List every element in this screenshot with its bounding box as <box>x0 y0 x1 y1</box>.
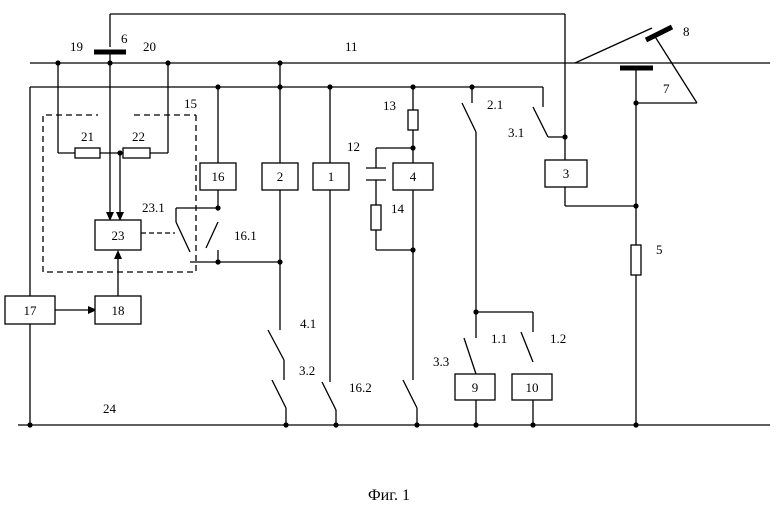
switch-3-1 <box>533 107 548 137</box>
label-10: 10 <box>526 380 539 395</box>
label-5: 5 <box>656 242 663 257</box>
resistor-21 <box>75 148 100 158</box>
junction <box>277 60 282 65</box>
switch-16-2 <box>322 382 336 410</box>
resistor-22 <box>123 148 150 158</box>
junction <box>165 60 170 65</box>
label-3-2: 3.2 <box>299 363 315 378</box>
junction <box>473 422 478 427</box>
label-3-3: 3.3 <box>433 354 449 369</box>
label-16-2: 16.2 <box>349 380 372 395</box>
label-4: 4 <box>410 169 417 184</box>
switch-16-1 <box>206 222 218 248</box>
junction <box>333 422 338 427</box>
label-22: 22 <box>132 129 145 144</box>
switch-2-1 <box>462 103 476 132</box>
label-24: 24 <box>103 401 117 416</box>
label-4-1: 4.1 <box>300 316 316 331</box>
junction <box>327 84 332 89</box>
junction <box>107 60 112 65</box>
switch-1-1 <box>464 338 476 374</box>
junction <box>410 84 415 89</box>
ramp-line <box>575 28 652 63</box>
switch-4-1 <box>268 330 284 360</box>
junction <box>469 84 474 89</box>
label-23-1: 23.1 <box>142 200 165 215</box>
junction <box>414 422 419 427</box>
junction <box>215 259 220 264</box>
junction <box>283 422 288 427</box>
switch-3-2 <box>272 380 286 408</box>
label-17: 17 <box>24 303 38 318</box>
junction <box>117 150 122 155</box>
label-14: 14 <box>391 201 405 216</box>
label-12: 12 <box>347 139 360 154</box>
label-3: 3 <box>563 166 570 181</box>
switch-1-2 <box>521 332 533 362</box>
switch-3-3 <box>403 380 417 408</box>
label-19: 19 <box>70 39 83 54</box>
label-20: 20 <box>143 39 156 54</box>
label-9: 9 <box>472 380 479 395</box>
label-15: 15 <box>184 96 197 111</box>
resistor-5 <box>631 245 641 275</box>
label-18: 18 <box>112 303 125 318</box>
label-21: 21 <box>81 129 94 144</box>
label-16-1: 16.1 <box>234 228 257 243</box>
junction <box>633 203 638 208</box>
junction <box>410 247 415 252</box>
label-23: 23 <box>112 228 125 243</box>
label-1: 1 <box>328 169 335 184</box>
resistor-13 <box>408 110 418 130</box>
label-1-1: 1.1 <box>491 331 507 346</box>
label-2-1: 2.1 <box>487 97 503 112</box>
junction <box>277 84 282 89</box>
junction <box>530 422 535 427</box>
label-1-2: 1.2 <box>550 331 566 346</box>
junction <box>473 309 478 314</box>
label-6: 6 <box>121 31 128 46</box>
junction <box>215 205 220 210</box>
switch-23-1 <box>176 222 190 252</box>
junction <box>215 84 220 89</box>
junction <box>277 259 282 264</box>
junction <box>562 134 567 139</box>
arrow-up-18-23 <box>114 250 122 259</box>
label-8: 8 <box>683 24 690 39</box>
junction <box>633 100 638 105</box>
label-2: 2 <box>277 169 284 184</box>
label-11: 11 <box>345 39 358 54</box>
label-13: 13 <box>383 98 396 113</box>
junction <box>410 145 415 150</box>
label-7: 7 <box>663 81 670 96</box>
junction <box>27 422 32 427</box>
resistor-14 <box>371 205 381 230</box>
junction <box>633 422 638 427</box>
label-3-1: 3.1 <box>508 125 524 140</box>
label-16: 16 <box>212 169 226 184</box>
figure-caption: Фиг. 1 <box>368 487 410 504</box>
junction <box>55 60 60 65</box>
